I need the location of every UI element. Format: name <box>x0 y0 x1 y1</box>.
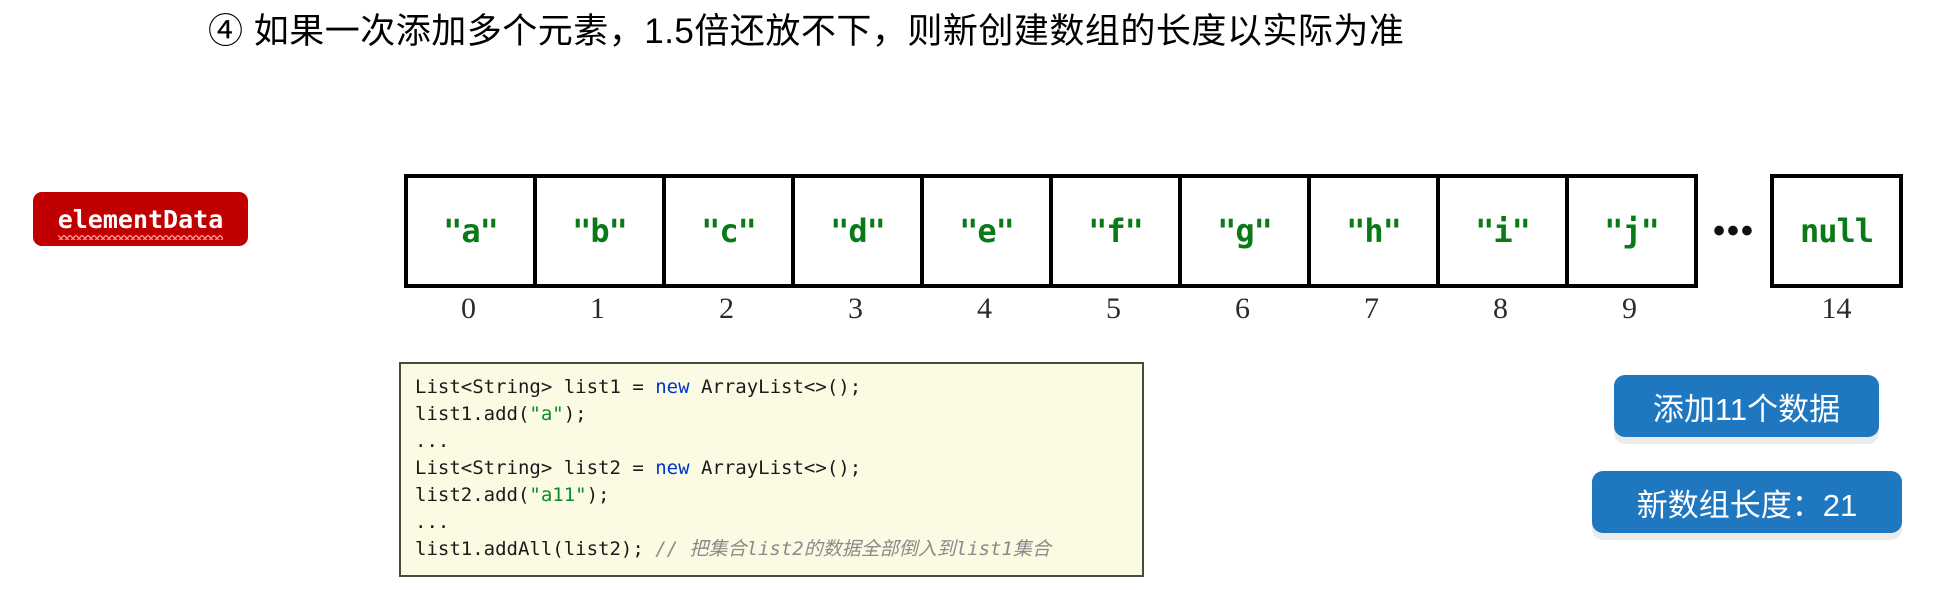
code-line1-suffix: ArrayList<>(); <box>689 376 862 398</box>
code-line2-prefix: list1.add( <box>415 403 530 425</box>
array-index-row: 0 1 2 3 4 5 6 7 8 9 14 <box>404 292 1903 326</box>
array-index: 2 <box>719 292 734 325</box>
spellcheck-squiggle-underline <box>57 234 224 240</box>
array-index: 0 <box>461 292 476 325</box>
array-cell: "e" <box>920 174 1053 288</box>
code-string-literal: "a11" <box>529 484 587 506</box>
array-cell-row: "a" "b" "c" "d" "e" "f" "g" "h" "i" "j" … <box>404 174 1903 288</box>
code-line5-prefix: list2.add( <box>415 484 530 506</box>
array-index: 8 <box>1493 292 1508 325</box>
code-line7-prefix: list1.addAll(list2); <box>415 538 656 560</box>
code-line3-ellipsis: ... <box>415 430 450 452</box>
array-cell: "f" <box>1049 174 1182 288</box>
array-cell: "i" <box>1436 174 1569 288</box>
array-cell: "h" <box>1307 174 1440 288</box>
code-keyword-new: new <box>655 457 690 479</box>
array-index-tail: 14 <box>1821 292 1852 325</box>
badge-add-count: 添加11个数据 <box>1614 375 1879 437</box>
array-index: 9 <box>1622 292 1637 325</box>
array-cell-tail: null <box>1770 174 1903 288</box>
array-index: 3 <box>848 292 863 325</box>
page-title: ④ 如果一次添加多个元素，1.5倍还放不下，则新创建数组的长度以实际为准 <box>208 12 1405 51</box>
code-line1-prefix: List<String> list1 = <box>415 376 656 398</box>
array-cell: "a" <box>404 174 537 288</box>
code-line4-prefix: List<String> list2 = <box>415 457 656 479</box>
code-line6-ellipsis: ... <box>415 511 450 533</box>
array-index: 6 <box>1235 292 1250 325</box>
array-index: 4 <box>977 292 992 325</box>
array-cell: "g" <box>1178 174 1311 288</box>
badge-new-length: 新数组长度：21 <box>1592 471 1902 533</box>
code-comment: // 把集合list2的数据全部倒入到list1集合 <box>655 538 1051 560</box>
array-index: 1 <box>590 292 605 325</box>
code-snippet-text: List<String> list1 = new ArrayList<>(); … <box>415 374 1128 563</box>
array-cell: "j" <box>1565 174 1698 288</box>
code-line4-suffix: ArrayList<>(); <box>689 457 862 479</box>
code-snippet-block: List<String> list1 = new ArrayList<>(); … <box>399 362 1144 577</box>
array-cell: "d" <box>791 174 924 288</box>
array-index: 7 <box>1364 292 1379 325</box>
ellipsis-icon: ••• <box>1713 211 1755 250</box>
code-string-literal: "a" <box>529 403 564 425</box>
element-data-label-text: elementData <box>57 205 224 240</box>
array-diagram: "a" "b" "c" "d" "e" "f" "g" "h" "i" "j" … <box>404 174 1903 288</box>
array-index: 5 <box>1106 292 1121 325</box>
code-line5-suffix: ); <box>586 484 610 506</box>
array-cell: "b" <box>533 174 666 288</box>
array-cell: "c" <box>662 174 795 288</box>
element-data-label: elementData <box>33 192 248 246</box>
index-gap-spacer <box>1694 292 1770 326</box>
code-keyword-new: new <box>655 376 690 398</box>
code-line2-suffix: ); <box>563 403 587 425</box>
